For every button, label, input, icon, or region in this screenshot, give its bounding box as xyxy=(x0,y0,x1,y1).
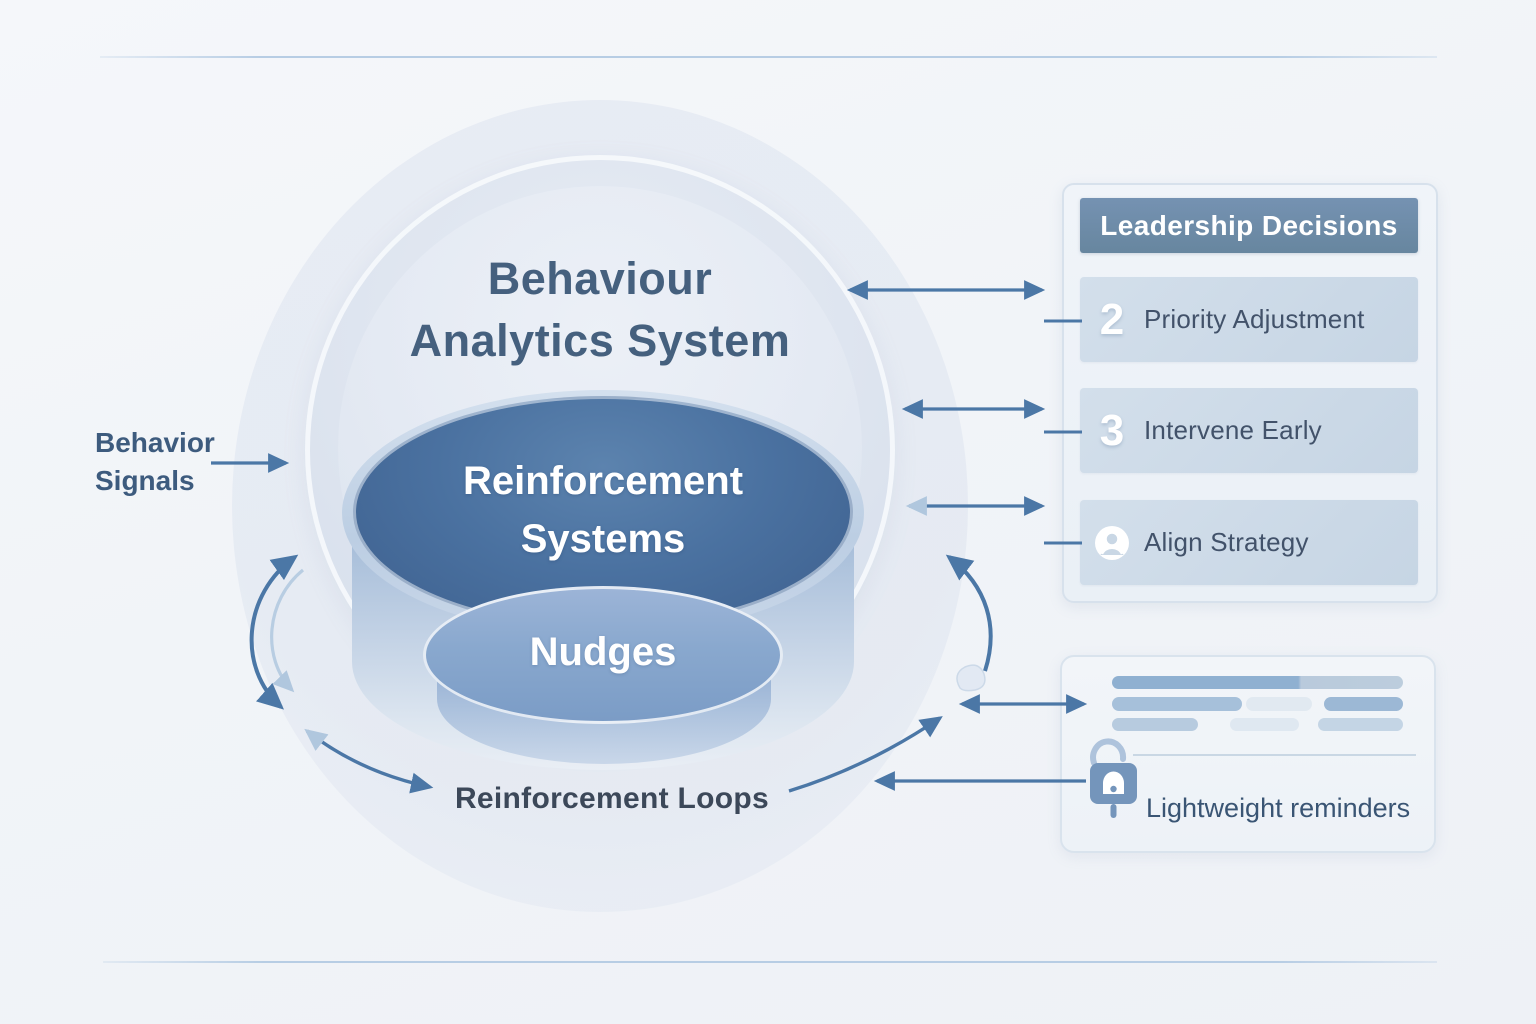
leadership-decisions-header: Leadership Decisions xyxy=(1080,198,1418,253)
behavior-signals-line1: Behavior xyxy=(95,427,215,458)
nudges-label: Nudges xyxy=(529,630,677,674)
system-title-line2: Analytics System xyxy=(409,315,791,366)
reminder-card-label: Lightweight reminders xyxy=(1146,793,1411,823)
system-title-line1: Behaviour xyxy=(487,253,713,304)
reinforcement-loops-label: Reinforcement Loops xyxy=(454,782,770,815)
panel-row-priority-adjustment: 2 Priority Adjustment xyxy=(1080,277,1418,362)
card-divider xyxy=(1133,754,1416,756)
lock-icon xyxy=(1090,738,1137,818)
step-number-2: 2 xyxy=(1099,294,1125,344)
panel-row-align-strategy: Align Strategy xyxy=(1080,500,1418,585)
top-rule xyxy=(100,56,1437,58)
system-title: Behaviour Analytics System xyxy=(380,248,820,372)
nudges-ellipse xyxy=(423,586,783,724)
cursor-blob-icon xyxy=(956,664,986,692)
core-label-line1: Reinforcement xyxy=(462,459,744,503)
person-icon xyxy=(1080,524,1144,562)
skeleton-bar xyxy=(1230,718,1299,731)
skeleton-bar xyxy=(1318,718,1403,731)
skeleton-bar xyxy=(1112,697,1242,711)
panel-row-intervene-early: 3 Intervene Early xyxy=(1080,388,1418,473)
skeleton-bar xyxy=(1324,697,1403,711)
skeleton-bar xyxy=(1112,718,1198,731)
reinforcement-systems-label: Reinforcement Systems xyxy=(403,452,803,568)
step-number-3: 3 xyxy=(1099,405,1125,455)
skeleton-bar xyxy=(1246,697,1312,711)
skeleton-bar xyxy=(1112,676,1403,689)
bottom-rule xyxy=(103,961,1437,963)
panel-row-label: Priority Adjustment xyxy=(1144,304,1365,334)
panel-row-label: Align Strategy xyxy=(1144,527,1309,557)
behavior-signals-label: Behavior Signals xyxy=(95,424,255,500)
panel-row-label: Intervene Early xyxy=(1144,415,1322,445)
core-label-line2: Systems xyxy=(520,517,686,561)
behavior-signals-line2: Signals xyxy=(95,465,195,496)
